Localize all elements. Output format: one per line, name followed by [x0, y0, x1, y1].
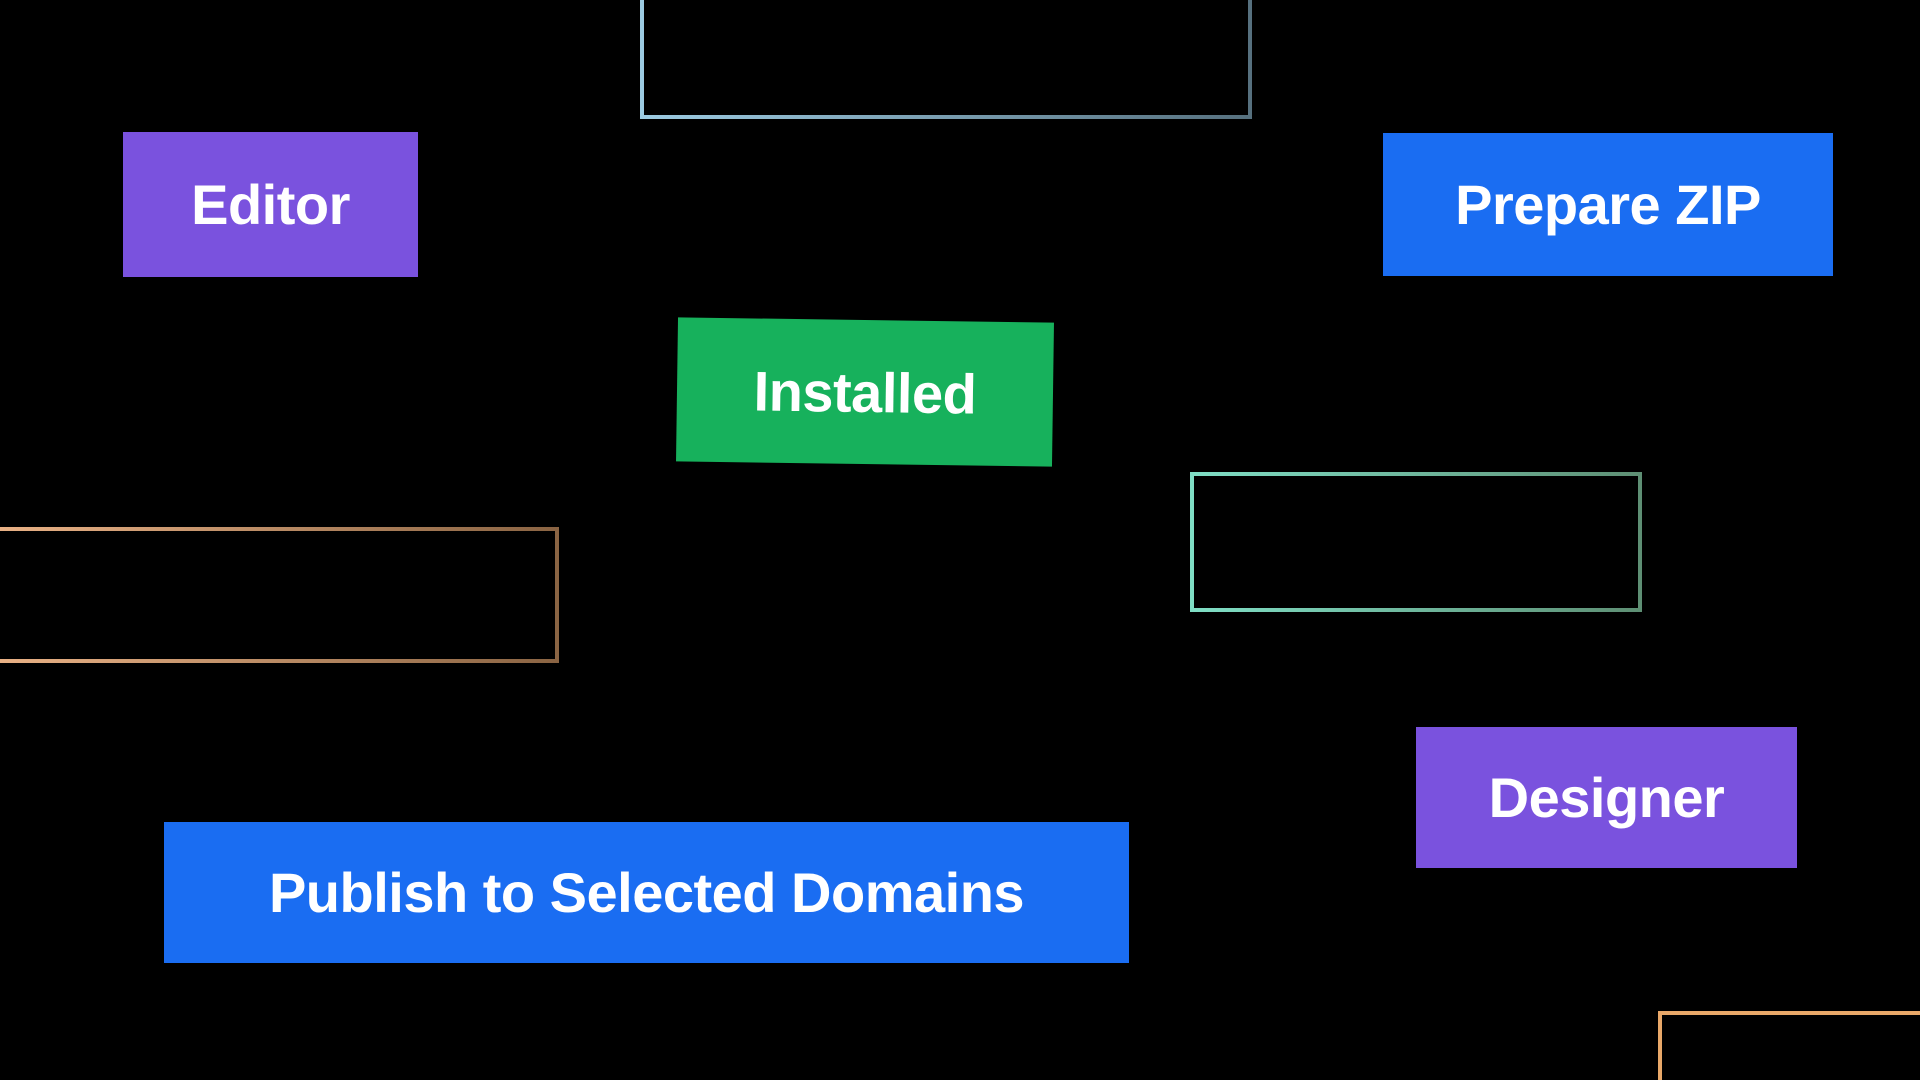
publish-button-label: Publish to Selected Domains — [268, 861, 1025, 924]
prepare-zip-button-label: Prepare ZIP — [1455, 173, 1761, 236]
publish-to-selected-domains-button[interactable]: Publish to Selected Domains — [164, 822, 1129, 963]
bottom-right-outline-frame — [1658, 1011, 1920, 1080]
right-outline-frame — [1190, 472, 1642, 612]
installed-button-label: Installed — [753, 358, 977, 426]
left-outline-frame — [0, 527, 559, 663]
editor-button[interactable]: Editor — [123, 132, 418, 277]
installed-button[interactable]: Installed — [676, 317, 1054, 467]
designer-button-label: Designer — [1488, 766, 1725, 829]
prepare-zip-button[interactable]: Prepare ZIP — [1383, 133, 1833, 276]
designer-button[interactable]: Designer — [1416, 727, 1797, 868]
top-outline-frame — [640, 0, 1252, 119]
editor-button-label: Editor — [191, 173, 350, 236]
